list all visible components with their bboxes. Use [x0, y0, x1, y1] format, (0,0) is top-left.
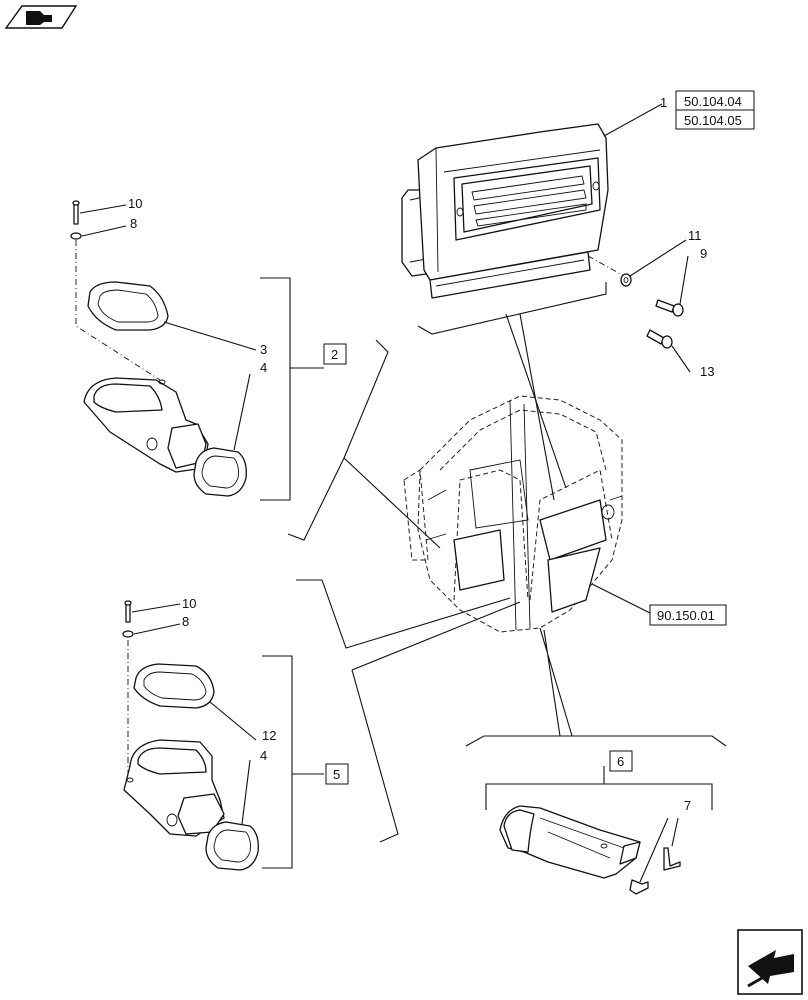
callout-10-lower: 10: [182, 596, 196, 611]
callout-4-lower: 4: [260, 748, 267, 763]
group-label: 5: [333, 767, 340, 782]
callout-8-lower: 8: [182, 614, 189, 629]
callout-7: 7: [684, 798, 691, 813]
air-duct-6: [499, 805, 641, 879]
reference-label: 50.104.05: [684, 113, 742, 128]
reference-label: 50.104.04: [684, 94, 742, 109]
bolt-13: [646, 329, 673, 349]
callout-12: 12: [262, 728, 276, 743]
gasket-4-upper: [193, 447, 247, 497]
callout-9: 9: [700, 246, 707, 261]
reference-label: 90.150.01: [657, 608, 715, 623]
reference-box-90-150-01[interactable]: 90.150.01: [649, 604, 727, 626]
clip-7: [629, 847, 681, 895]
callout-4-upper: 4: [260, 360, 267, 375]
callout-11: 11: [688, 228, 702, 243]
gasket-3: [87, 281, 169, 331]
bolt-10-lower: [124, 600, 132, 623]
book-arrow-icon[interactable]: [4, 5, 78, 29]
group-box-2[interactable]: 2: [323, 343, 347, 365]
bolt-10-upper: [72, 200, 80, 225]
duct-panel-assembly: [401, 123, 625, 299]
reference-box-50-104-05[interactable]: 50.104.05: [675, 109, 755, 130]
callout-10-upper: 10: [128, 196, 142, 211]
callout-13: 13: [700, 364, 714, 379]
washer-11: [620, 273, 632, 287]
gasket-4-lower: [205, 821, 259, 871]
duct-adapter-upper: [83, 377, 209, 473]
group-box-5[interactable]: 5: [325, 763, 349, 785]
washer-8-upper: [70, 232, 82, 240]
callout-1: 1: [660, 95, 667, 110]
bolt-9: [655, 299, 684, 317]
washer-8-lower: [122, 630, 134, 638]
group-label: 6: [617, 754, 624, 769]
callout-8-upper: 8: [130, 216, 137, 231]
reference-box-50-104-04[interactable]: 50.104.04: [675, 90, 755, 111]
next-page-arrow-icon[interactable]: [737, 929, 803, 995]
group-box-6[interactable]: 6: [609, 750, 633, 772]
callout-3: 3: [260, 342, 267, 357]
cab-frame: [403, 395, 623, 633]
duct-adapter-lower: [123, 739, 225, 837]
group-label: 2: [331, 347, 338, 362]
gasket-12: [133, 663, 215, 709]
